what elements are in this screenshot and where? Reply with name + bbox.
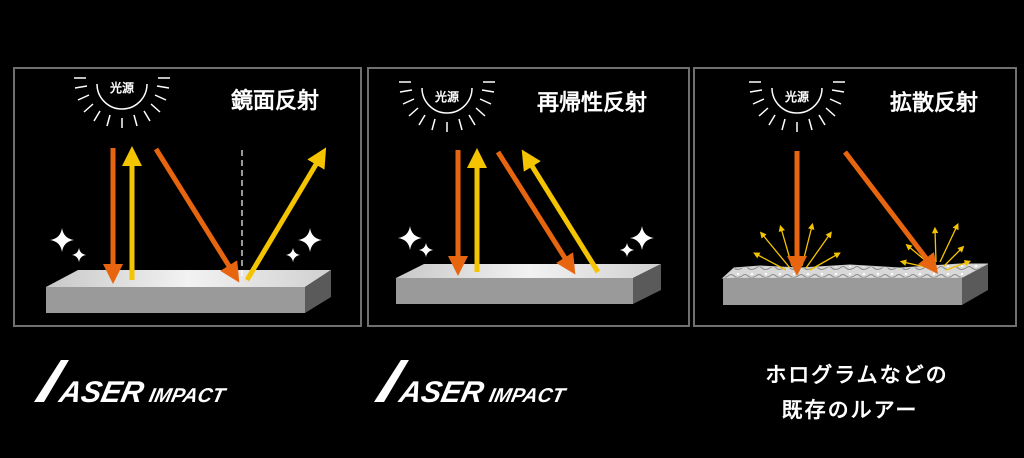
rough-surface-top <box>721 263 989 279</box>
panel-frame <box>693 67 1017 327</box>
laser-impact-logo: ASER IMPACT <box>34 360 228 409</box>
caption-line-2: 既存のルアー <box>782 398 919 422</box>
surface-side <box>305 270 331 313</box>
sparkle-icon <box>71 247 87 263</box>
surface-top <box>396 264 661 278</box>
panel-retroreflection: 光源 再帰性反射 <box>367 67 690 327</box>
sparkle-icon <box>398 226 422 250</box>
sparkle-icon <box>619 242 635 258</box>
surface-side <box>962 264 988 305</box>
reflected-arrow <box>521 149 601 274</box>
sparkle-icon <box>285 247 301 263</box>
panel-title: 拡散反射 <box>890 90 978 116</box>
sparkle-icon <box>630 226 654 250</box>
sparkle-icon <box>50 228 74 252</box>
svg-text:IMPACT: IMPACT <box>487 385 568 407</box>
svg-text:IMPACT: IMPACT <box>147 385 228 407</box>
surface-side <box>633 264 661 304</box>
incident-arrow <box>153 147 240 283</box>
svg-text:ASER: ASER <box>396 376 487 409</box>
light-source-label: 光源 <box>109 80 134 95</box>
light-source-label: 光源 <box>434 89 459 104</box>
caption-line-1: ホログラムなどの <box>765 363 948 387</box>
panel-diffuse-reflection: 光源 拡散反射 <box>693 67 1017 327</box>
scattered-light-arrows <box>753 222 972 271</box>
incident-arrow <box>495 150 576 275</box>
surface-front <box>46 287 305 313</box>
panel-title: 再帰性反射 <box>537 90 647 116</box>
surface-top <box>46 270 331 287</box>
laser-impact-logo: ASER IMPACT <box>374 360 568 409</box>
light-source-label: 光源 <box>784 89 809 104</box>
panel-title: 鏡面反射 <box>231 88 319 114</box>
svg-text:ASER: ASER <box>56 376 147 409</box>
sparkle-icon <box>418 242 434 258</box>
incident-arrow <box>843 150 939 274</box>
panel-frame <box>13 67 362 327</box>
panel-frame <box>367 67 690 327</box>
reflected-arrow <box>244 147 327 282</box>
surface-front <box>723 278 962 305</box>
surface-front <box>396 278 633 304</box>
panel-specular-reflection: 光源 鏡面反射 <box>13 67 362 327</box>
sparkle-icon <box>298 228 322 252</box>
